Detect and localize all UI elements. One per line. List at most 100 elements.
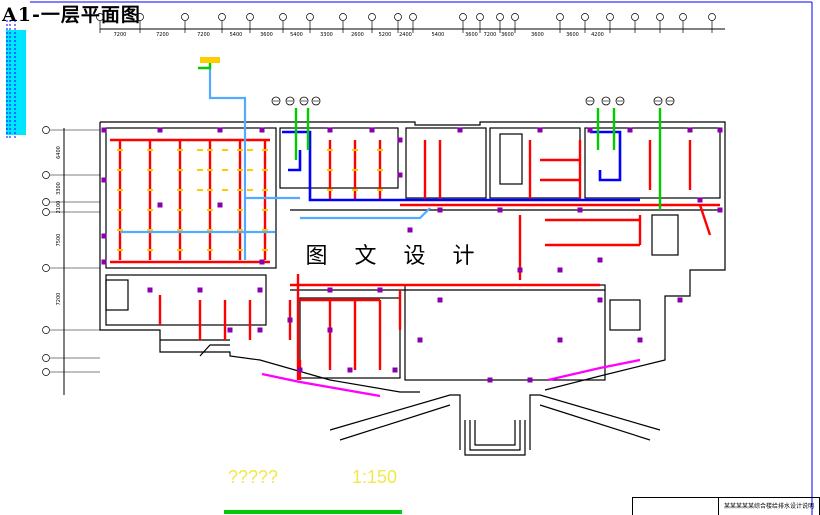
fixtures xyxy=(101,127,723,383)
stair-east-2 xyxy=(651,214,679,256)
fixture-marker xyxy=(697,197,703,203)
wall-north-east xyxy=(100,121,726,391)
axis-bubble xyxy=(581,13,589,21)
fixture-marker xyxy=(597,257,603,263)
axis-bubble xyxy=(136,13,144,21)
dimension-label: 3600 xyxy=(531,32,544,38)
fixture-marker xyxy=(457,127,463,133)
fixture-marker xyxy=(297,367,303,373)
watermark-text: 图 文 设 计 xyxy=(296,240,494,274)
axis-bubble xyxy=(368,13,376,21)
fixture-marker xyxy=(397,137,403,143)
fixture-marker xyxy=(627,127,633,133)
hot-water-segment xyxy=(698,204,712,236)
corridor-room-north xyxy=(489,127,581,199)
fixture-marker xyxy=(101,177,107,183)
axis-bubble xyxy=(409,13,417,21)
fixture-marker xyxy=(257,327,263,333)
axis-bubble xyxy=(606,13,614,21)
fixture-marker xyxy=(557,337,563,343)
dimension-label: 5400 xyxy=(290,32,303,38)
fixture-marker xyxy=(227,327,233,333)
axis-bubble xyxy=(679,13,687,21)
entrance-ramp-left-2 xyxy=(339,404,451,441)
fixture-marker xyxy=(597,297,603,303)
axis-bubble xyxy=(42,368,50,376)
fixture-marker xyxy=(101,233,107,239)
riser-icon xyxy=(299,96,309,106)
fixture-marker xyxy=(157,202,163,208)
dimension-label: 2400 xyxy=(399,32,412,38)
fixture-marker xyxy=(101,259,107,265)
fire-pump-tag xyxy=(200,57,220,63)
fixture-marker xyxy=(517,267,523,273)
dimension-label: 3600 xyxy=(501,32,514,38)
riser-icon xyxy=(601,96,611,106)
axis-bubble xyxy=(42,326,50,334)
axis-bubble xyxy=(708,13,716,21)
fixture-marker xyxy=(527,377,533,383)
fixture-marker xyxy=(327,287,333,293)
cold-water-pipes xyxy=(282,130,640,202)
cold-water-main xyxy=(282,130,640,202)
axis-bubble xyxy=(42,354,50,362)
fixture-marker xyxy=(287,317,293,323)
fixture-marker xyxy=(327,127,333,133)
fixture-marker xyxy=(717,127,723,133)
fixture-marker xyxy=(217,127,223,133)
riser-symbols xyxy=(271,96,675,106)
dimension-label: 3600 xyxy=(566,32,579,38)
axis-bubble xyxy=(496,13,504,21)
left-cyan-ruler xyxy=(6,30,26,135)
fixture-marker xyxy=(259,127,265,133)
axis-bubble xyxy=(476,13,484,21)
north-east-rooms xyxy=(584,127,721,199)
dimension-label: 5400 xyxy=(432,32,445,38)
service-room xyxy=(279,127,399,189)
drain-west xyxy=(261,372,381,398)
riser-icon xyxy=(311,96,321,106)
entrance-ramp-right-2 xyxy=(539,404,651,441)
entrance-ramp-right xyxy=(529,394,661,450)
drain-east xyxy=(547,358,641,382)
axis-bubble xyxy=(656,13,664,21)
fixture-marker xyxy=(157,127,163,133)
fixture-marker xyxy=(257,287,263,293)
axis-bubble xyxy=(181,13,189,21)
drawing-scale: 1:150 xyxy=(352,467,398,487)
axis-bubble xyxy=(394,13,402,21)
dimension-label: 2600 xyxy=(351,32,364,38)
fixture-marker xyxy=(677,297,683,303)
fixture-marker xyxy=(577,207,583,213)
stair-core-north xyxy=(405,127,487,199)
riser-icon xyxy=(271,96,281,106)
fixture-marker xyxy=(537,127,543,133)
drain-pipes xyxy=(261,358,641,398)
drawing-title: A1-一层平面图 xyxy=(2,4,141,26)
wall-west-south xyxy=(99,122,420,393)
fixture-marker xyxy=(101,127,107,133)
axis-bubble xyxy=(218,13,226,21)
title-block: 某某某某某综合楼给排水设计说明 xyxy=(632,497,820,515)
fixture-marker xyxy=(407,227,413,233)
dimension-label: 3300 xyxy=(56,182,62,195)
fixture-marker xyxy=(587,127,593,133)
fixture-marker xyxy=(497,207,503,213)
south-porch xyxy=(199,344,230,357)
fixture-marker xyxy=(392,367,398,373)
axis-bubble xyxy=(246,13,254,21)
dimension-label: 5200 xyxy=(379,32,392,38)
riser-icon xyxy=(653,96,663,106)
axis-bubble xyxy=(339,13,347,21)
axis-bubble xyxy=(631,13,639,21)
fixture-marker xyxy=(557,267,563,273)
entrance-steps-2 xyxy=(469,420,521,451)
fixture-marker xyxy=(417,337,423,343)
fixture-marker xyxy=(717,207,723,213)
dimension-label: 7200 xyxy=(197,32,210,38)
fixture-marker xyxy=(487,377,493,383)
dimension-label: 2100 xyxy=(56,201,62,214)
cool-branch-2 xyxy=(300,207,431,220)
